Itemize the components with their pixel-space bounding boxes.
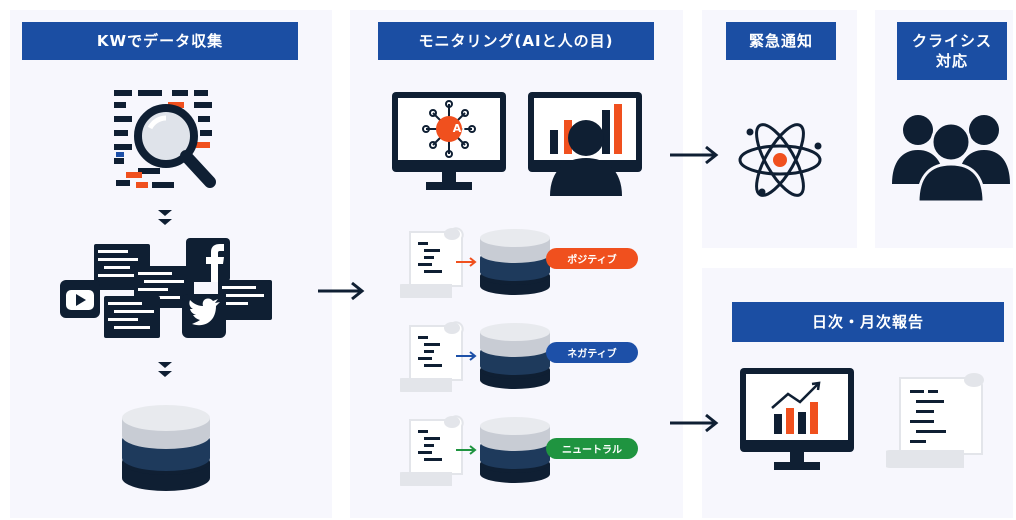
ai-label: AI [452, 122, 466, 135]
panel-monitoring-title: モニタリング(AIと人の目) [378, 22, 654, 60]
facebook-icon [186, 238, 230, 282]
sentiment-row-negative [400, 321, 550, 392]
chevron-down-icon [158, 362, 172, 377]
panel-crisis-title-line1: クライシス [911, 32, 992, 50]
sentiment-badge-positive: ポジティブ [546, 248, 638, 269]
report-monitor-icon [740, 368, 854, 470]
document-icon [400, 415, 464, 486]
search-icon [114, 90, 216, 188]
document-icon [886, 373, 984, 468]
database-icon [480, 417, 550, 483]
sentiment-row-neutral [400, 415, 550, 486]
arrow-right-icon [670, 145, 719, 165]
human-monitor-icon [528, 92, 642, 196]
youtube-icon [60, 280, 100, 318]
panel-crisis-title: クライシス 対応 [897, 22, 1007, 80]
panel-emergency-title: 緊急通知 [726, 22, 836, 60]
sentiment-row-positive [400, 227, 550, 298]
panel-crisis-title-line2: 対応 [935, 52, 968, 70]
database-icon [480, 229, 550, 295]
sentiment-badge-negative: ネガティブ [546, 342, 638, 363]
arrow-right-icon [318, 281, 365, 301]
sentiment-badge-neutral: ニュートラル [546, 438, 638, 459]
atom-icon [738, 123, 822, 197]
panel-data-collection-title: KWでデータ収集 [22, 22, 298, 60]
twitter-icon [182, 294, 226, 338]
people-icon [892, 115, 1010, 202]
document-icon [400, 227, 464, 298]
social-media-icons [60, 238, 272, 338]
document-icon [400, 321, 464, 392]
database-icon [122, 405, 210, 491]
database-icon [480, 323, 550, 389]
chevron-down-icon [158, 210, 172, 225]
panel-reports-title: 日次・月次報告 [732, 302, 1004, 342]
arrow-right-icon [670, 413, 719, 433]
ai-monitor-icon [392, 92, 506, 190]
